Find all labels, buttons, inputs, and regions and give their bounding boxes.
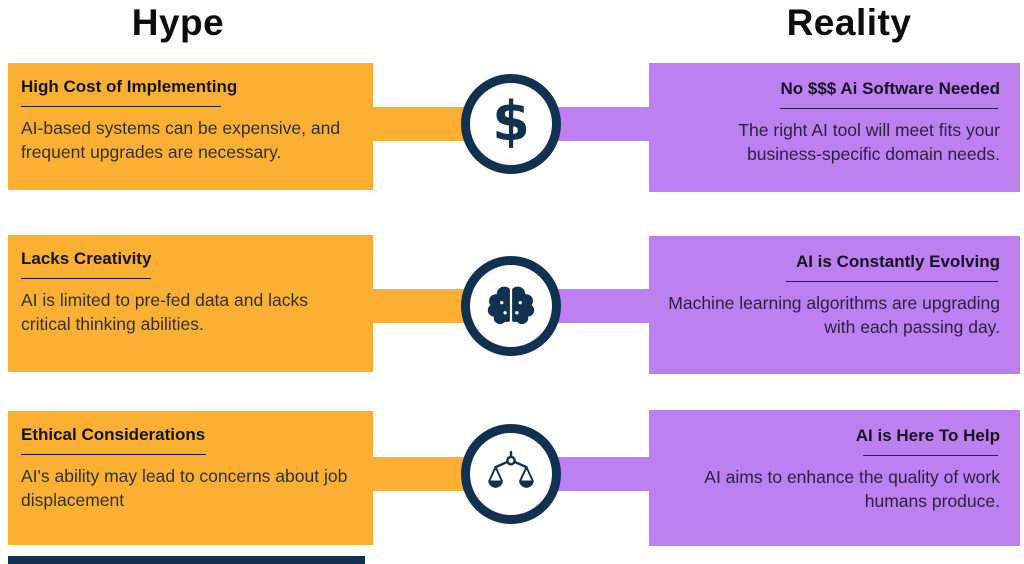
hype-card-ethics: Ethical Considerations AI's ability may … — [8, 411, 373, 545]
title-underline — [21, 454, 206, 456]
reality-card-help: AI is Here To Help AI aims to enhance th… — [649, 410, 1020, 546]
icon-circle-1: $ — [461, 74, 561, 174]
card-body: AI-based systems can be expensive, and f… — [21, 118, 341, 163]
card-title: Ethical Considerations — [21, 425, 206, 444]
card-body: Machine learning algorithms are upgradin… — [668, 293, 1000, 338]
card-title: Lacks Creativity — [21, 249, 152, 268]
card-title: AI is Here To Help — [855, 426, 1000, 445]
hype-title: Hype — [131, 2, 225, 43]
card-title: AI is Constantly Evolving — [795, 252, 1000, 271]
title-underline — [21, 278, 151, 280]
title-underline — [780, 108, 998, 110]
card-body: The right AI tool will meet fits your bu… — [738, 120, 1000, 165]
reality-card-software: No $$$ Ai Software Needed The right AI t… — [649, 63, 1020, 192]
icon-circle-2 — [461, 256, 561, 356]
hype-card-cost: High Cost of Implementing AI-based syste… — [8, 63, 373, 190]
title-underline — [786, 281, 998, 283]
brain-icon — [487, 285, 535, 325]
scales-icon — [488, 450, 534, 488]
card-body: AI is limited to pre-fed data and lacks … — [21, 290, 308, 335]
title-underline — [21, 106, 221, 108]
hype-card-creativity: Lacks Creativity AI is limited to pre-fe… — [8, 235, 373, 372]
footer-bar — [8, 556, 365, 564]
card-body: AI's ability may lead to concerns about … — [21, 466, 348, 511]
reality-title: Reality — [786, 2, 912, 43]
card-body: AI aims to enhance the quality of work h… — [704, 467, 1000, 512]
icon-circle-3 — [461, 424, 561, 524]
title-underline — [863, 455, 998, 457]
reality-card-evolving: AI is Constantly Evolving Machine learni… — [649, 236, 1020, 374]
card-title: High Cost of Implementing — [21, 77, 238, 96]
dollar-icon: $ — [492, 90, 530, 153]
card-title: No $$$ Ai Software Needed — [780, 79, 1001, 98]
